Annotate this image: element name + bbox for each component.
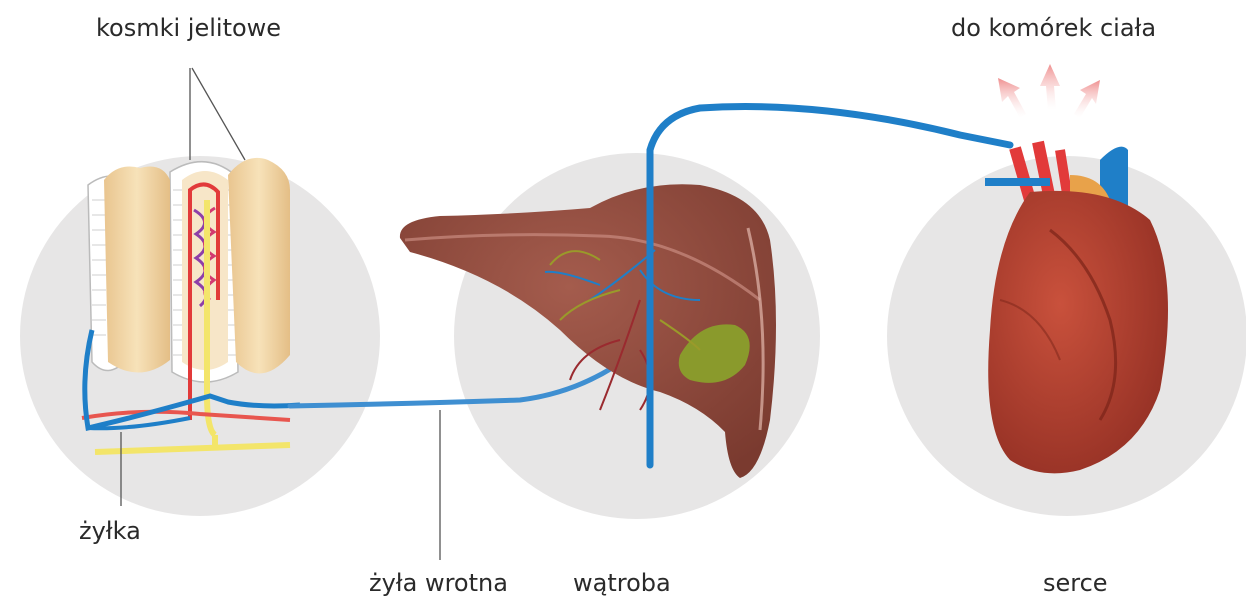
flow-arrows bbox=[998, 64, 1100, 118]
label-to-body-cells: do komórek ciała bbox=[951, 16, 1156, 40]
label-liver: wątroba bbox=[573, 571, 671, 595]
label-heart: serce bbox=[1043, 571, 1108, 595]
label-venule: żyłka bbox=[79, 519, 141, 543]
label-intestinal-villi: kosmki jelitowe bbox=[96, 16, 281, 40]
label-portal-vein: żyła wrotna bbox=[369, 571, 508, 595]
heart bbox=[985, 64, 1168, 473]
